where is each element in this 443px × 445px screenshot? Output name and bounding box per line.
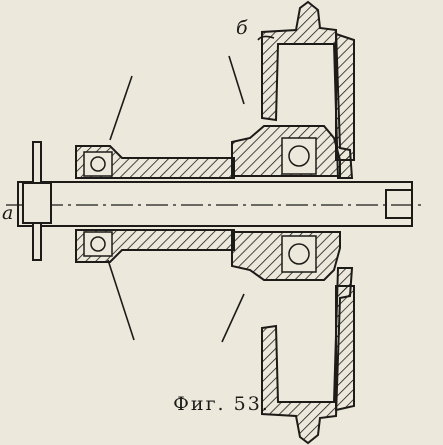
- bearings: [83, 137, 317, 273]
- figure-caption: Фиг. 53.: [173, 393, 270, 415]
- label-housing: б: [236, 17, 248, 39]
- sleeve: [75, 145, 235, 263]
- handle: [22, 141, 52, 261]
- shaft: [6, 181, 425, 227]
- label-shaft-axis: а: [2, 202, 14, 224]
- leader-lines: [107, 35, 275, 343]
